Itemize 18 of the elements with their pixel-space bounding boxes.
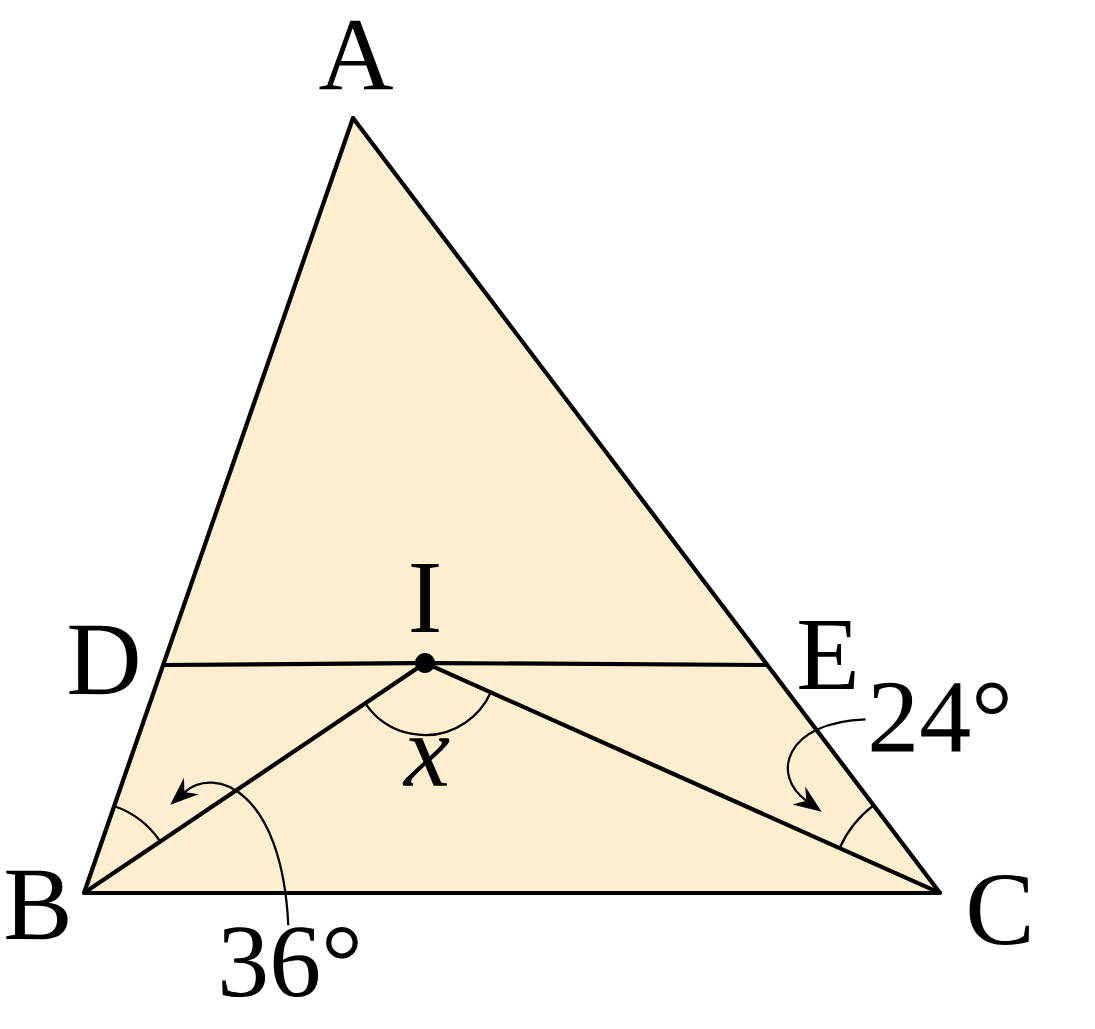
point-label: D (69, 625, 138, 695)
point-label: 36° (222, 926, 358, 998)
segment (82, 666, 419, 895)
segment (161, 660, 417, 668)
point-label: B (6, 870, 68, 940)
point-label: 24° (871, 682, 1008, 752)
point-label: A (319, 20, 393, 90)
angle-arc (113, 804, 162, 843)
angle-label: x (402, 738, 450, 786)
segment (82, 116, 356, 895)
segment (432, 665, 942, 895)
angle-arc (838, 804, 875, 849)
point-label: C (969, 875, 1029, 945)
segment (351, 116, 942, 895)
point-label: E (799, 620, 855, 690)
segment (433, 660, 768, 668)
leader-line (786, 718, 866, 812)
point-label: I (411, 563, 439, 673)
